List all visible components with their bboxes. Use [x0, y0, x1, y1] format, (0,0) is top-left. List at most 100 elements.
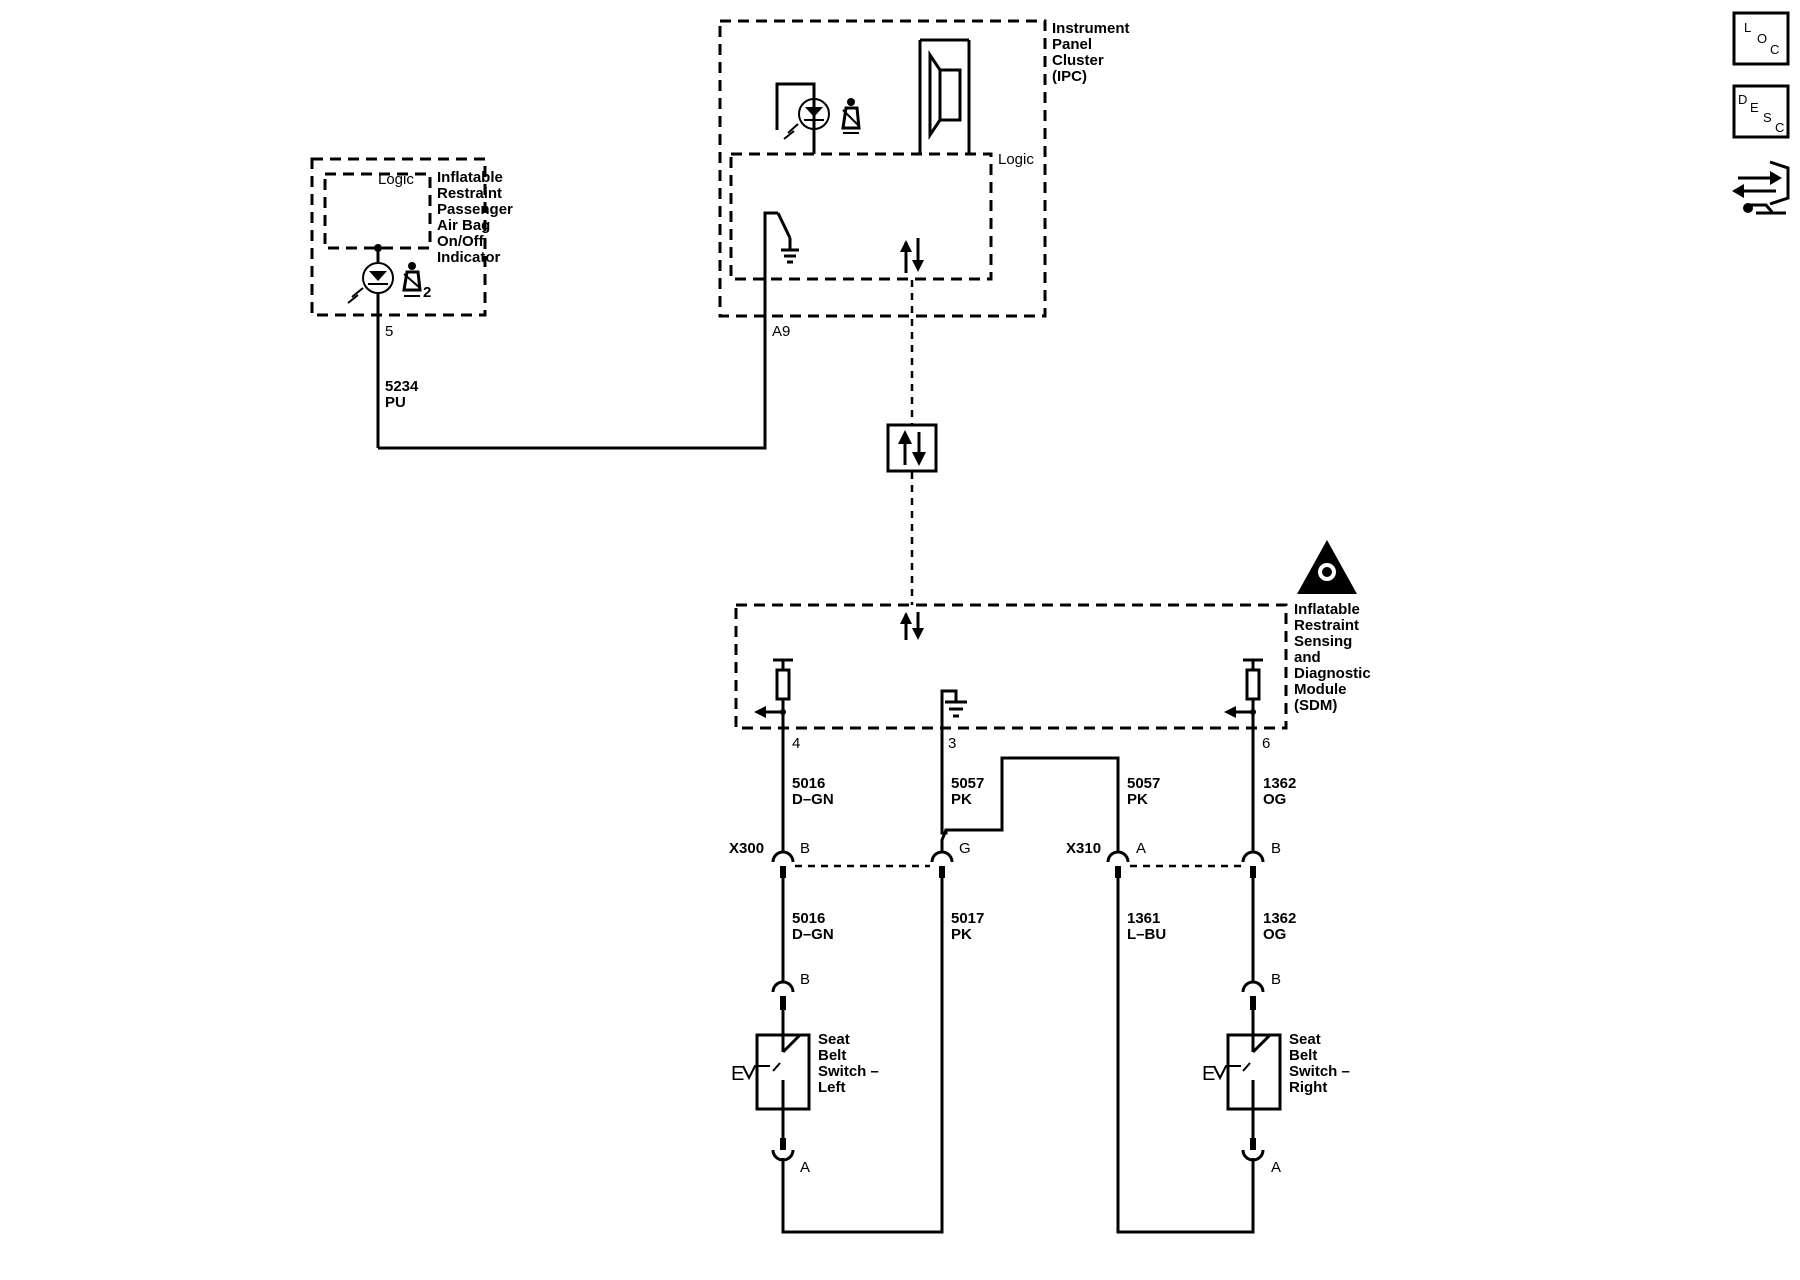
desc-letter-c: C: [1775, 120, 1784, 135]
circuit-5057-right-number: 5057: [1127, 775, 1160, 792]
sdm-label-5: Diagnostic: [1294, 665, 1371, 682]
ipc-pin: A9: [772, 323, 790, 340]
serial-data-link: [886, 280, 938, 605]
circuit-5017: 5017 PK: [781, 878, 984, 1234]
circuit-5016-lower-color: D–GN: [792, 926, 834, 943]
desc-letter-s: S: [1763, 110, 1772, 125]
loc-letter-o: O: [1757, 31, 1767, 46]
connector-x300: X300 B G: [729, 840, 971, 878]
ipc-label-1: Instrument: [1052, 20, 1130, 37]
instrument-panel-cluster-module: Instrument Panel Cluster (IPC) Logic: [718, 19, 1130, 340]
sdm-label-3: Sensing: [1294, 633, 1352, 650]
desc-letter-d: D: [1738, 92, 1747, 107]
circuit-1362-upper-color: OG: [1263, 791, 1286, 808]
ipc-label-2: Panel: [1052, 36, 1092, 53]
switch-right-pin-a: A: [1271, 1159, 1281, 1176]
circuit-5057-left-number: 5057: [951, 775, 984, 792]
sdm-right-pullup-resistor: [1224, 658, 1263, 718]
passenger-indicator-label-4: Air Bag: [437, 217, 490, 234]
loc-letter-l: L: [1744, 20, 1751, 35]
switch-left-ev-label: E: [731, 1063, 744, 1085]
circuit-5016-lower-number: 5016: [792, 910, 825, 927]
connector-tool-icon[interactable]: [1732, 155, 1790, 217]
switch-left-pin-a: A: [800, 1159, 810, 1176]
circuit-5057: 5057 PK 5057 PK: [940, 728, 1160, 852]
sdm-pin-6: 6: [1262, 735, 1270, 752]
passenger-indicator-label-2: Restraint: [437, 185, 502, 202]
passenger-indicator-label-5: On/Off: [437, 233, 485, 250]
circuit-1361-number: 1361: [1127, 910, 1160, 927]
seat-belt-switch-left: B E Seat Belt Switch – Left A: [731, 971, 879, 1176]
ipc-seatbelt-lamp-icon: [775, 82, 861, 154]
desc-letter-e: E: [1750, 100, 1759, 115]
connector-x310: X310 A B: [1066, 840, 1281, 878]
circuit-5234-number: 5234: [385, 378, 419, 395]
switch-right-label-4: Right: [1289, 1079, 1327, 1096]
circuit-5017-color: PK: [951, 926, 972, 943]
sdm-ground: [940, 689, 967, 728]
connector-x310-name: X310: [1066, 840, 1101, 857]
sdm-pin-3: 3: [948, 735, 956, 752]
circuit-5234: 5234 PU: [378, 250, 767, 450]
seat-belt-switch-right: B E Seat Belt Switch – Right A: [1202, 971, 1350, 1176]
switch-right-pin-b: B: [1271, 971, 1281, 988]
sdm-label-6: Module: [1294, 681, 1347, 698]
passenger-indicator-label-1: Inflatable: [437, 169, 503, 186]
airbag-warning-icon: [1297, 540, 1357, 594]
connector-x300-pin-g: G: [959, 840, 971, 857]
switch-right-label-1: Seat: [1289, 1031, 1321, 1048]
circuit-1361-color: L–BU: [1127, 926, 1166, 943]
connector-x310-pin-a: A: [1136, 840, 1146, 857]
circuit-1362-lower-number: 1362: [1263, 910, 1296, 927]
circuit-1361: 1361 L–BU: [1116, 878, 1255, 1234]
switch-right-label-2: Belt: [1289, 1047, 1317, 1064]
circuit-5016-upper-number: 5016: [792, 775, 825, 792]
circuit-5016-upper-color: D–GN: [792, 791, 834, 808]
circuit-5057-left-color: PK: [951, 791, 972, 808]
circuit-1362-lower-color: OG: [1263, 926, 1286, 943]
ipc-ground-switch: [763, 211, 799, 264]
circuit-5017-number: 5017: [951, 910, 984, 927]
desc-button[interactable]: D E S C: [1732, 84, 1790, 139]
sdm-label-4: and: [1294, 649, 1321, 666]
passenger-indicator-label-3: Passenger: [437, 201, 513, 218]
circuit-1362-lower: 1362 OG: [1251, 878, 1296, 982]
switch-left-label-2: Belt: [818, 1047, 846, 1064]
passenger-indicator-suffix: 2: [423, 284, 431, 301]
connector-x300-name: X300: [729, 840, 764, 857]
switch-left-label-4: Left: [818, 1079, 846, 1096]
switch-left-label-3: Switch –: [818, 1063, 879, 1080]
connector-x300-pin-b: B: [800, 840, 810, 857]
sdm-pin-4: 4: [792, 735, 800, 752]
sdm-label-7: (SDM): [1294, 697, 1337, 714]
ipc-label-4: (IPC): [1052, 68, 1087, 85]
switch-left-pin-b: B: [800, 971, 810, 988]
sdm-label-2: Restraint: [1294, 617, 1359, 634]
ipc-label-3: Cluster: [1052, 52, 1104, 69]
loc-letter-c: C: [1770, 42, 1779, 57]
circuit-1362-upper: 1362 OG: [1251, 712, 1296, 852]
switch-right-ev-label: E: [1202, 1063, 1215, 1085]
led-indicator-icon: [347, 244, 394, 448]
circuit-1362-upper-number: 1362: [1263, 775, 1296, 792]
passenger-indicator-label-6: Indicator: [437, 249, 501, 266]
sdm-data-arrows-icon: [900, 612, 924, 640]
connector-x310-pin-b: B: [1271, 840, 1281, 857]
ipc-chime-speaker-icon: [918, 38, 971, 154]
sdm-left-pullup-resistor: [754, 658, 793, 718]
loc-button[interactable]: L O C: [1732, 11, 1790, 66]
sdm-label-1: Inflatable: [1294, 601, 1360, 618]
circuit-5057-right-color: PK: [1127, 791, 1148, 808]
sdm-module: Inflatable Restraint Sensing and Diagnos…: [734, 540, 1371, 752]
circuit-5234-color: PU: [385, 394, 406, 411]
ipc-logic-label: Logic: [998, 151, 1034, 168]
circuit-5016-left: 5016 D–GN: [781, 712, 834, 852]
ipc-data-arrows-icon: [900, 238, 924, 273]
seatbelt-person-icon: [402, 262, 422, 297]
passenger-indicator-pin: 5: [385, 323, 393, 340]
switch-right-label-3: Switch –: [1289, 1063, 1350, 1080]
passenger-indicator-logic-label: Logic: [378, 171, 414, 188]
circuit-5016-lower: 5016 D–GN: [781, 878, 834, 982]
switch-left-label-1: Seat: [818, 1031, 850, 1048]
